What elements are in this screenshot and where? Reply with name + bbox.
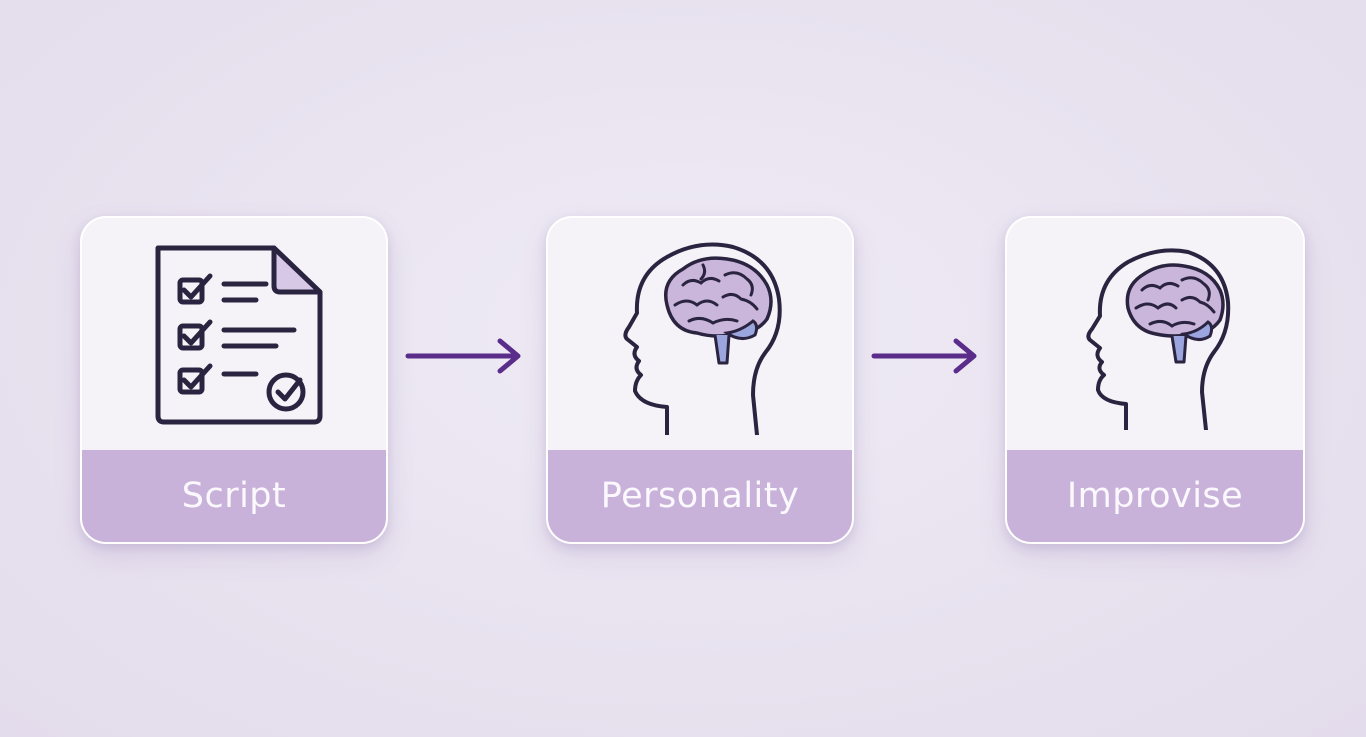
right-arrow-icon <box>405 338 521 374</box>
step-label-bar: Improvise <box>1007 450 1303 542</box>
right-arrow-icon <box>871 338 977 374</box>
step-label-bar: Script <box>82 450 386 542</box>
head-brain-icon <box>1086 248 1231 430</box>
icon-area <box>548 218 852 452</box>
step-label-improvise: Improvise <box>1066 476 1244 516</box>
checklist-document-icon <box>155 245 323 425</box>
icon-area <box>1007 218 1303 452</box>
step-card-script: Script <box>80 216 388 544</box>
head-brain-icon <box>623 242 782 435</box>
step-label-bar: Personality <box>548 450 852 542</box>
step-card-improvise: Improvise <box>1005 216 1305 544</box>
icon-area <box>82 218 386 452</box>
step-label-script: Script <box>181 476 287 516</box>
step-label-personality: Personality <box>600 476 800 516</box>
step-card-personality: Personality <box>546 216 854 544</box>
